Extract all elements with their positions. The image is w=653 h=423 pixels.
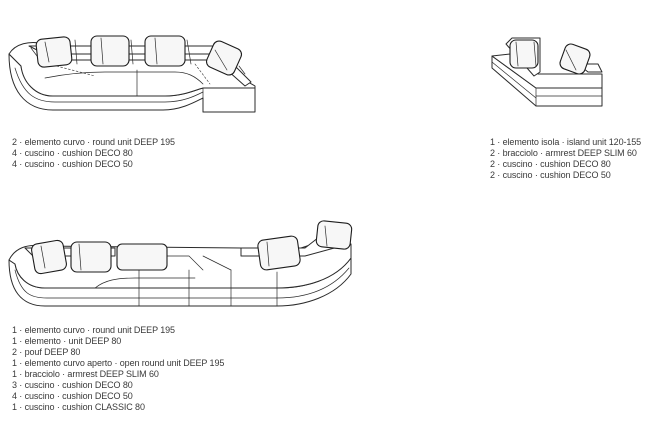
cushion-1 xyxy=(35,36,73,68)
legend-configuration-1: 2 · elemento curvo · round unit DEEP 195… xyxy=(12,137,175,170)
legend-line: 1 · cuscino · cushion CLASSIC 80 xyxy=(12,402,145,412)
long-cushion-1 xyxy=(31,239,67,275)
legend-line: 3 · cuscino · cushion DECO 80 xyxy=(12,380,133,390)
long-cushion-3 xyxy=(116,243,168,271)
long-cushion-2 xyxy=(70,241,112,273)
sofa-drawing-round-units xyxy=(5,30,260,116)
legend-line: 1 · elemento isola · island unit 120-155 xyxy=(490,137,642,147)
legend-line: 2 · elemento curvo · round unit DEEP 195 xyxy=(12,137,175,147)
sofa-seat-top xyxy=(8,41,256,97)
island-cushion-2 xyxy=(559,43,591,75)
legend-line: 2 · pouf DEEP 80 xyxy=(12,347,81,357)
legend-line: 2 · cuscino · cushion DECO 80 xyxy=(490,159,611,169)
legend-configuration-2: 1 · elemento isola · island unit 120-155… xyxy=(490,137,641,181)
long-cushion-5 xyxy=(315,220,353,250)
legend-line: 2 · bracciolo · armrest DEEP SLIM 60 xyxy=(490,148,637,158)
cushion-3 xyxy=(144,35,186,67)
cushion-2 xyxy=(90,35,130,67)
legend-line: 1 · bracciolo · armrest DEEP SLIM 60 xyxy=(12,369,159,379)
legend-line: 1 · elemento curvo · round unit DEEP 195 xyxy=(12,325,175,335)
island-cushion-1 xyxy=(509,39,539,69)
sofa-drawing-island-unit xyxy=(486,34,606,114)
long-cushion-4 xyxy=(257,235,301,271)
legend-line: 1 · elemento · unit DEEP 80 xyxy=(12,336,122,346)
legend-line: 4 · cuscino · cushion DECO 50 xyxy=(12,391,133,401)
sofa-drawing-long-composition xyxy=(5,220,357,312)
legend-line: 4 · cuscino · cushion DECO 50 xyxy=(12,159,133,169)
legend-line: 1 · elemento curvo aperto · open round u… xyxy=(12,358,225,368)
cushion-4 xyxy=(205,40,243,76)
legend-line: 4 · cuscino · cushion DECO 80 xyxy=(12,148,133,158)
legend-configuration-3: 1 · elemento curvo · round unit DEEP 195… xyxy=(12,325,224,413)
legend-line: 2 · cuscino · cushion DECO 50 xyxy=(490,170,611,180)
